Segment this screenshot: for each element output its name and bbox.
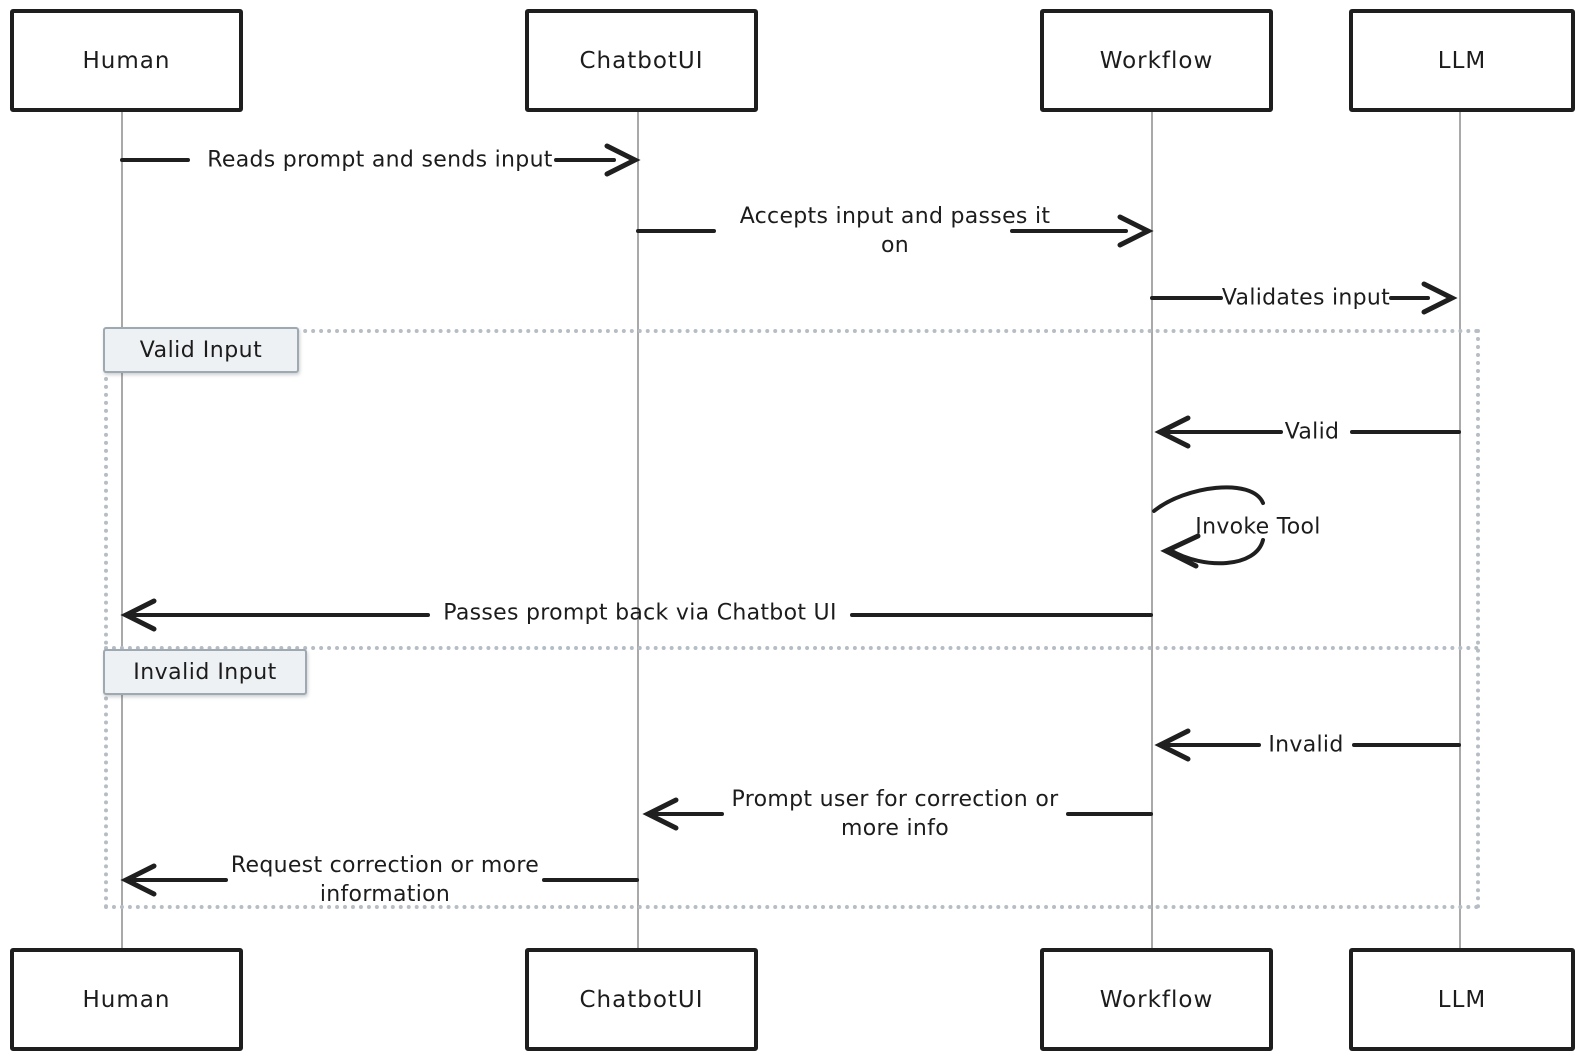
participant-label: Human	[82, 47, 171, 74]
message-label-reads-prompt: Reads prompt and sends input	[207, 146, 552, 175]
participant-box-human-bottom: Human	[10, 948, 243, 1051]
participant-box-llm-bottom: LLM	[1349, 948, 1575, 1051]
message-text: Validates input	[1221, 285, 1391, 311]
alt-label-valid-input: Valid Input	[103, 327, 299, 373]
arrow-prompt-user-correction	[642, 797, 1153, 831]
message-text: Valid	[1284, 419, 1340, 445]
participant-box-human-top: Human	[10, 9, 243, 112]
participant-box-workflow-bottom: Workflow	[1040, 948, 1273, 1051]
alt-frame-divider	[104, 646, 1480, 650]
message-label-validates-input: Validates input	[1222, 284, 1390, 313]
message-arrows	[120, 143, 1461, 897]
message-text: Accepts input and passes it	[739, 204, 1051, 229]
alt-label-invalid-input: Invalid Input	[103, 649, 307, 695]
message-text: more info	[841, 816, 949, 841]
alt-frame	[104, 329, 1480, 909]
arrow-validates-input	[1150, 281, 1458, 315]
participant-label: Human	[82, 986, 171, 1013]
message-label-request-correction: Request correction or more information	[231, 851, 539, 909]
message-label-invalid: Invalid	[1268, 731, 1343, 760]
participant-label: ChatbotUI	[579, 47, 704, 74]
participant-box-workflow-top: Workflow	[1040, 9, 1273, 112]
participant-box-chatbotui-top: ChatbotUI	[525, 9, 758, 112]
arrow-accepts-input	[636, 214, 1154, 248]
message-label-passes-prompt-back: Passes prompt back via Chatbot UI	[443, 599, 837, 628]
message-text: Invalid	[1268, 732, 1344, 758]
message-text: Prompt user for correction or	[731, 787, 1059, 812]
message-text: Request correction or more	[230, 853, 540, 878]
message-text: Invoke Tool	[1195, 514, 1321, 540]
arrow-request-correction	[120, 863, 639, 897]
participant-label: Workflow	[1099, 986, 1214, 1013]
message-label-prompt-user-correction: Prompt user for correction or more info	[732, 785, 1059, 843]
alt-label-invalid-input-text: Invalid Input	[133, 659, 277, 685]
message-text: Reads prompt and sends input	[207, 147, 553, 173]
message-label-invoke-tool: Invoke Tool	[1195, 513, 1320, 542]
alt-label-valid-input-text: Valid Input	[139, 337, 263, 363]
arrow-reads-prompt	[120, 143, 641, 177]
participant-label: LLM	[1437, 47, 1487, 74]
arrow-passes-prompt-back	[120, 598, 1153, 632]
message-label-valid: Valid	[1285, 418, 1340, 447]
arrow-invoke-tool-loop	[1152, 485, 1265, 569]
participant-label: ChatbotUI	[579, 986, 704, 1013]
message-text: Passes prompt back via Chatbot UI	[443, 600, 837, 626]
message-label-accepts-input: Accepts input and passes it on	[740, 202, 1051, 260]
message-text: information	[319, 882, 451, 907]
lifelines	[121, 105, 1461, 948]
participant-label: LLM	[1437, 986, 1487, 1013]
participant-box-llm-top: LLM	[1349, 9, 1575, 112]
message-text: on	[880, 233, 910, 258]
arrow-invalid	[1154, 728, 1461, 762]
arrow-valid	[1154, 415, 1461, 449]
participant-label: Workflow	[1099, 47, 1214, 74]
participant-box-chatbotui-bottom: ChatbotUI	[525, 948, 758, 1051]
